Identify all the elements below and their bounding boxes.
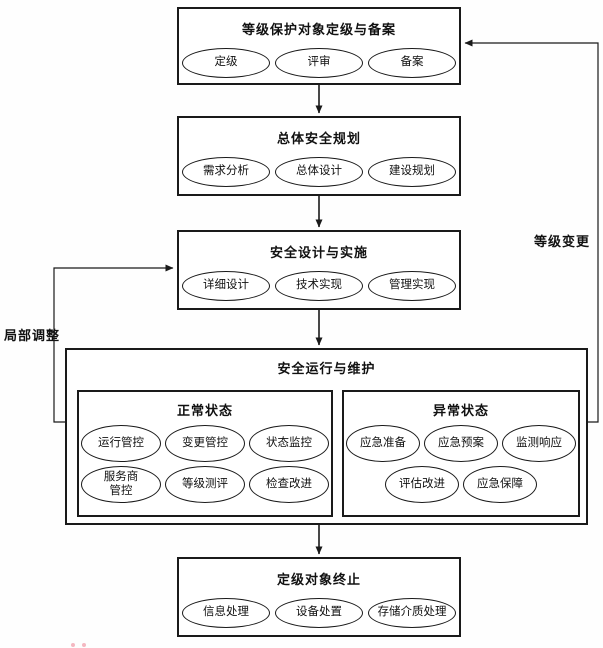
activity-ellipse-change-control: 变更管控 [165, 425, 245, 462]
feedback-label-level-change: 等级变更 [534, 231, 591, 250]
activity-row: 评估改进 应急保障 [344, 466, 578, 503]
activity-ellipse-requirement-analysis: 需求分析 [182, 157, 270, 187]
activity-row: 需求分析 总体设计 建设规划 [179, 157, 459, 187]
feedback-label-partial-adjustment: 局部调整 [4, 325, 61, 344]
phase-box-overall-planning: 总体安全规划 需求分析 总体设计 建设规划 [177, 116, 461, 196]
activity-ellipse-grading: 定级 [182, 48, 270, 78]
activity-ellipse-equipment-disposal: 设备处置 [275, 598, 363, 628]
activity-row: 运行管控 变更管控 状态监控 [79, 425, 331, 462]
activity-ellipse-review: 评审 [275, 48, 363, 78]
state-title: 正常状态 [176, 403, 233, 418]
activity-ellipse-assessment-improvement: 评估改进 [385, 466, 459, 503]
activity-ellipse-monitoring-response: 监测响应 [502, 425, 576, 462]
activity-ellipse-detailed-design: 详细设计 [182, 271, 270, 301]
activity-ellipse-status-monitoring: 状态监控 [249, 425, 329, 462]
activity-ellipse-overall-design: 总体设计 [275, 157, 363, 187]
phase-title: 安全运行与维护 [277, 361, 376, 376]
state-title: 异常状态 [432, 403, 489, 418]
watermark-dot [71, 643, 75, 647]
state-box-normal: 正常状态 运行管控 变更管控 状态监控 服务商 管控 等级测评 检查改进 [77, 390, 333, 517]
activity-ellipse-filing: 备案 [368, 48, 456, 78]
phase-title: 总体安全规划 [276, 131, 361, 146]
activity-ellipse-operation-control: 运行管控 [81, 425, 161, 462]
phase-box-design-implementation: 安全设计与实施 详细设计 技术实现 管理实现 [177, 230, 461, 310]
activity-ellipse-emergency-plan: 应急预案 [424, 425, 498, 462]
activity-ellipse-level-evaluation: 等级测评 [165, 466, 245, 503]
state-box-abnormal: 异常状态 应急准备 应急预案 监测响应 评估改进 应急保障 [342, 390, 580, 517]
activity-ellipse-construction-planning: 建设规划 [368, 157, 456, 187]
phase-box-object-termination: 定级对象终止 信息处理 设备处置 存储介质处理 [177, 557, 461, 637]
activity-ellipse-inspection-improvement: 检查改进 [249, 466, 329, 503]
activity-ellipse-storage-media-processing: 存储介质处理 [368, 598, 456, 628]
activity-ellipse-management-implementation: 管理实现 [368, 271, 456, 301]
activity-row: 定级 评审 备案 [179, 48, 459, 78]
phase-title: 定级对象终止 [276, 572, 361, 587]
activity-ellipse-information-processing: 信息处理 [182, 598, 270, 628]
activity-ellipse-service-provider-control: 服务商 管控 [81, 466, 161, 503]
activity-row: 详细设计 技术实现 管理实现 [179, 271, 459, 301]
activity-row: 服务商 管控 等级测评 检查改进 [79, 466, 331, 503]
phase-title: 等级保护对象定级与备案 [241, 22, 396, 37]
activity-row: 应急准备 应急预案 监测响应 [344, 425, 578, 462]
activity-row: 信息处理 设备处置 存储介质处理 [179, 598, 459, 628]
activity-ellipse-emergency-support: 应急保障 [463, 466, 537, 503]
watermark-dot [82, 643, 86, 647]
activity-ellipse-technical-implementation: 技术实现 [275, 271, 363, 301]
phase-title: 安全设计与实施 [269, 245, 368, 260]
activity-ellipse-emergency-preparation: 应急准备 [346, 425, 420, 462]
phase-box-operation-maintenance: 安全运行与维护 正常状态 运行管控 变更管控 状态监控 服务商 管控 等级测评 … [65, 348, 588, 525]
phase-box-grading-filing: 等级保护对象定级与备案 定级 评审 备案 [177, 7, 461, 85]
